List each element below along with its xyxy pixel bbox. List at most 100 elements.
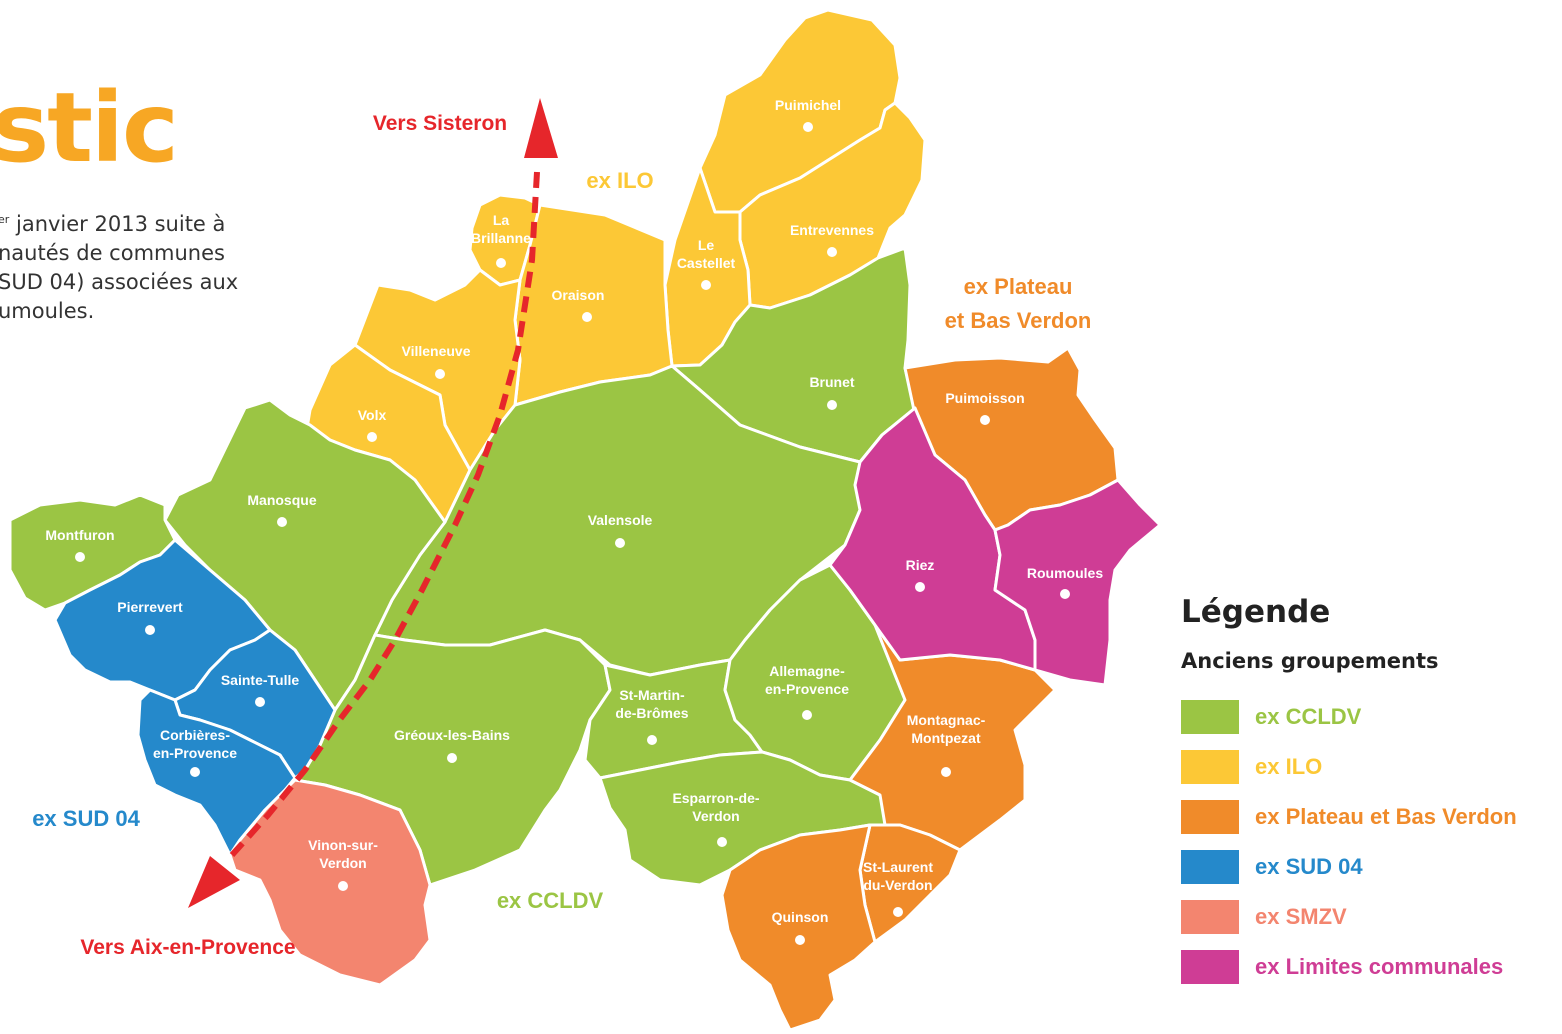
commune-label-line: Roumoules xyxy=(1027,565,1103,581)
group-labels: ex ILO ex Plateau et Bas Verdon ex SUD 04 ex… xyxy=(32,168,1091,913)
commune-marker-corbieres-en-provence xyxy=(190,767,200,777)
commune-label-line: Gréoux-les-Bains xyxy=(394,727,510,743)
commune-label-greoux-les-bains: Gréoux-les-Bains xyxy=(394,727,510,743)
commune-label-puimichel: Puimichel xyxy=(775,97,841,113)
intro-line-2: nautés de communes xyxy=(0,241,225,265)
commune-marker-villeneuve xyxy=(435,369,445,379)
legend-label: ex SUD 04 xyxy=(1255,854,1363,879)
commune-label-line: St-Laurent xyxy=(863,859,933,875)
commune-label-pierrevert: Pierrevert xyxy=(117,599,183,615)
commune-label-manosque: Manosque xyxy=(247,492,316,508)
commune-label-line: de-Brômes xyxy=(615,705,688,721)
commune-label-line: Manosque xyxy=(247,492,316,508)
commune-label-line: St-Martin- xyxy=(619,687,685,703)
legend-subtitle: Anciens groupements xyxy=(1181,649,1439,673)
commune-marker-st-martin-de-bromes xyxy=(647,735,657,745)
commune-label-roumoules: Roumoules xyxy=(1027,565,1103,581)
commune-label-quinson: Quinson xyxy=(772,909,829,925)
legend-swatch xyxy=(1181,800,1239,834)
commune-label-line: Brillanne xyxy=(471,230,531,246)
legend-swatch xyxy=(1181,900,1239,934)
route-line xyxy=(229,171,540,858)
commune-label-line: Puimoisson xyxy=(945,390,1024,406)
commune-marker-roumoules xyxy=(1060,589,1070,599)
commune-label-st-martin-de-bromes: St-Martin-de-Brômes xyxy=(615,687,688,721)
legend-item-ex-limites-communales: ex Limites communales xyxy=(1181,942,1562,992)
intro-superscript: er xyxy=(0,213,10,226)
commune-label-brunet: Brunet xyxy=(809,374,854,390)
commune-label-line: Corbières- xyxy=(160,727,230,743)
commune-label-line: Brunet xyxy=(809,374,854,390)
legend-label: ex Limites communales xyxy=(1255,954,1504,979)
commune-marker-puimichel xyxy=(803,122,813,132)
commune-label-allemagne-en-provence: Allemagne-en-Provence xyxy=(765,663,849,697)
commune-label-line: Sainte-Tulle xyxy=(221,672,300,688)
commune-marker-quinson xyxy=(795,935,805,945)
legend-item-ex-ccldv: ex CCLDV xyxy=(1181,692,1562,742)
commune-label-volx: Volx xyxy=(358,407,387,423)
commune-marker-pierrevert xyxy=(145,625,155,635)
group-label-line: et Bas Verdon xyxy=(945,308,1092,333)
commune-label-montfuron: Montfuron xyxy=(45,527,114,543)
commune-label-oraison: Oraison xyxy=(552,287,605,303)
page-title: stic xyxy=(0,72,179,184)
commune-marker-valensole xyxy=(615,538,625,548)
commune-label-montagnac-montpezat: Montagnac-Montpezat xyxy=(907,712,986,746)
commune-label-line: Pierrevert xyxy=(117,599,183,615)
commune-label-line: Volx xyxy=(358,407,387,423)
commune-label-line: en-Provence xyxy=(765,681,849,697)
legend-title: Légende xyxy=(1181,594,1331,630)
commune-label-line: Puimichel xyxy=(775,97,841,113)
commune-marker-allemagne-en-provence xyxy=(802,710,812,720)
commune-label-line: La xyxy=(493,212,510,228)
commune-marker-sainte-tulle xyxy=(255,697,265,707)
legend-item-ex-plateau-et-bas-verdon: ex Plateau et Bas Verdon xyxy=(1181,792,1562,842)
commune-marker-la-brillanne xyxy=(496,258,506,268)
commune-label-sainte-tulle: Sainte-Tulle xyxy=(221,672,300,688)
commune-label-line: Esparron-de- xyxy=(672,790,759,806)
commune-label-line: Vinon-sur- xyxy=(308,837,378,853)
commune-label-line: du-Verdon xyxy=(863,877,932,893)
arrow-north-icon xyxy=(524,98,558,158)
commune-label-line: Verdon xyxy=(692,808,739,824)
group-label-ex-ilo: ex ILO xyxy=(586,168,653,193)
legend-label: ex ILO xyxy=(1255,754,1323,779)
commune-label-line: en-Provence xyxy=(153,745,237,761)
commune-marker-oraison xyxy=(582,312,592,322)
commune-marker-montagnac-montpezat xyxy=(941,767,951,777)
group-label-line: ex SUD 04 xyxy=(32,806,140,831)
commune-label-riez: Riez xyxy=(906,557,935,573)
commune-label-line: Verdon xyxy=(319,855,366,871)
legend-label: ex Plateau et Bas Verdon xyxy=(1255,804,1517,829)
commune-label-st-laurent-du-verdon: St-Laurent du-Verdon xyxy=(863,859,933,893)
commune-marker-riez xyxy=(915,582,925,592)
commune-label-line: Montagnac- xyxy=(907,712,986,728)
commune-label-line: Castellet xyxy=(677,255,736,271)
legend-item-ex-ilo: ex ILO xyxy=(1181,742,1562,792)
commune-label-line: Riez xyxy=(906,557,935,573)
group-label-line: ex Plateau xyxy=(964,274,1073,299)
group-label-line: ex CCLDV xyxy=(497,888,604,913)
commune-area-quinson xyxy=(720,823,877,1032)
legend-label: ex SMZV xyxy=(1255,904,1347,929)
commune-label-villeneuve: Villeneuve xyxy=(401,343,470,359)
commune-label-puimoisson: Puimoisson xyxy=(945,390,1024,406)
route-south-label: Vers Aix-en-Provence xyxy=(80,936,295,959)
commune-area-roumoules xyxy=(993,478,1162,687)
commune-marker-entrevennes xyxy=(827,247,837,257)
commune-label-line: Oraison xyxy=(552,287,605,303)
commune-marker-puimoisson xyxy=(980,415,990,425)
commune-marker-st-laurent-du-verdon xyxy=(893,907,903,917)
commune-marker-brunet xyxy=(827,400,837,410)
legend-swatch xyxy=(1181,850,1239,884)
commune-label-line: Le xyxy=(698,237,715,253)
route-north-label: Vers Sisteron xyxy=(373,112,507,135)
commune-marker-greoux-les-bains xyxy=(447,753,457,763)
group-label-ex-plateau-et-bas-verdon: ex Plateau et Bas Verdon xyxy=(945,274,1092,333)
legend-swatch xyxy=(1181,950,1239,984)
intro-line-1: janvier 2013 suite à xyxy=(15,212,226,236)
commune-areas xyxy=(8,8,1162,1032)
